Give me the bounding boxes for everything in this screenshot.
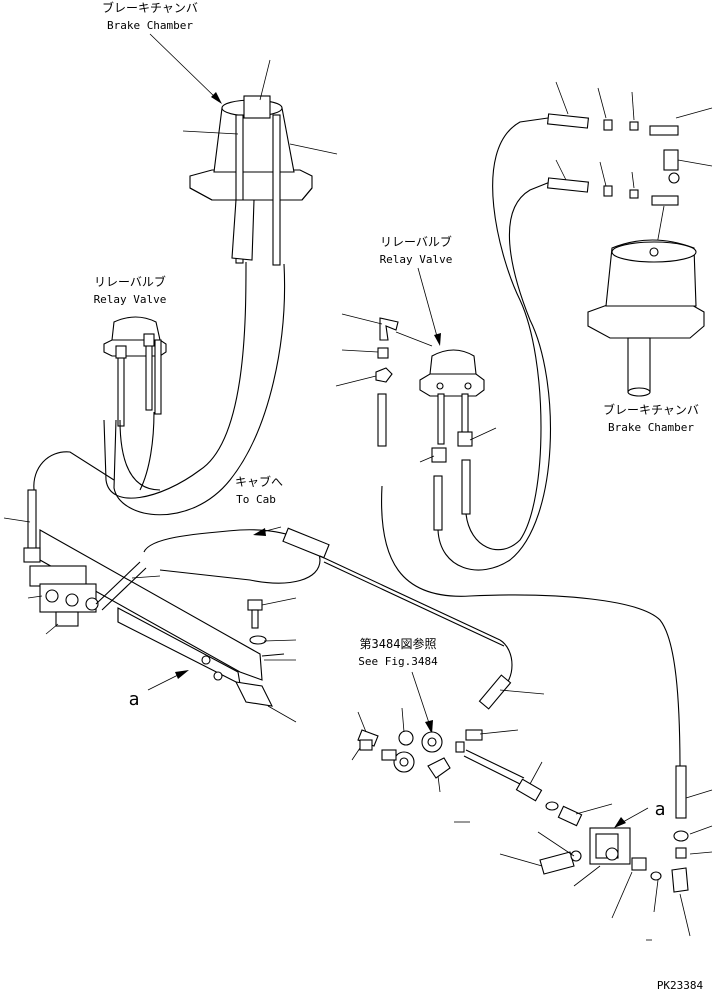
brake-chamber-right-en: Brake Chamber bbox=[608, 421, 694, 434]
relay-valve-left bbox=[103, 316, 167, 427]
see-fig-jp: 第3484図参照 bbox=[360, 636, 437, 651]
to-cab-en: To Cab bbox=[236, 493, 276, 506]
bolt-washer-left bbox=[247, 597, 297, 723]
brake-chamber-left bbox=[189, 95, 313, 266]
drawing-number: PK23384 bbox=[657, 979, 704, 992]
relay-valve-right-jp: リレーバルブ bbox=[380, 234, 452, 249]
bottom-right-valve bbox=[499, 761, 662, 941]
left-bracket-assembly bbox=[23, 489, 285, 707]
relay-valve-left-jp: リレーバルブ bbox=[94, 274, 166, 289]
fittings-top-right bbox=[546, 81, 713, 251]
fittings-relay-right bbox=[335, 313, 433, 447]
brake-chamber-left-jp: ブレーキチャンバ bbox=[102, 0, 198, 15]
leaders-brake-chamber-left bbox=[182, 59, 338, 155]
see-fig-en: See Fig.3484 bbox=[358, 655, 438, 668]
brake-chamber-right-jp: ブレーキチャンバ bbox=[603, 402, 699, 417]
relay-valve-right-en: Relay Valve bbox=[380, 253, 453, 266]
relay-valve-left-en: Relay Valve bbox=[94, 293, 167, 306]
callout-a-right: a bbox=[655, 799, 666, 820]
label-arrows bbox=[147, 33, 649, 828]
leaders-left-bracket bbox=[3, 517, 161, 635]
callout-a-left: a bbox=[129, 689, 140, 710]
center-fittings bbox=[351, 674, 545, 823]
hoses-left-upper bbox=[33, 261, 286, 516]
relay-valve-right bbox=[419, 349, 497, 531]
hoses-right-loop bbox=[380, 117, 681, 771]
to-cab-jp: キャブへ bbox=[235, 474, 283, 489]
brake-chamber-left-en: Brake Chamber bbox=[107, 19, 193, 32]
brake-chamber-right bbox=[587, 239, 705, 397]
hose-to-cab bbox=[143, 527, 513, 691]
right-vertical-fittings bbox=[671, 765, 713, 937]
